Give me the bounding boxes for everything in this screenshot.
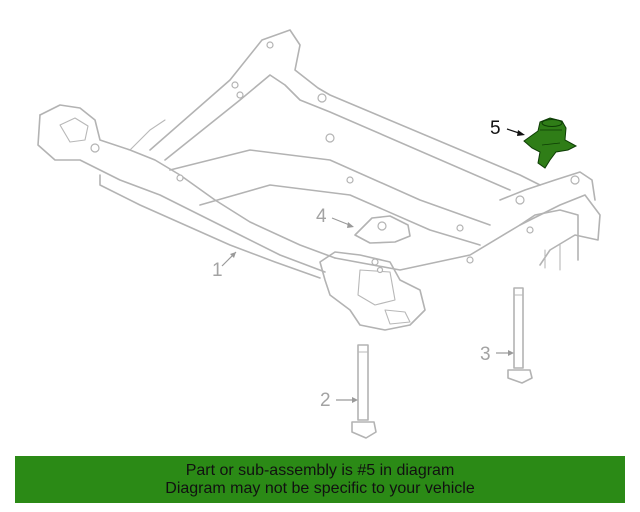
callout-3: 3 xyxy=(480,344,514,365)
mount-part-5 xyxy=(523,117,578,169)
banner-line-1: Part or sub-assembly is #5 in diagram xyxy=(185,461,455,479)
info-banner: Part or sub-assembly is #5 in diagram Di… xyxy=(15,456,625,503)
bolt-part-3 xyxy=(507,287,533,384)
callout-2: 2 xyxy=(320,390,358,411)
callout-number: 2 xyxy=(320,390,331,411)
callout-number: 1 xyxy=(212,260,223,281)
callout-4: 4 xyxy=(316,206,354,228)
callout-1: 1 xyxy=(212,251,237,281)
callout-5: 5 xyxy=(490,118,525,139)
callout-number: 3 xyxy=(480,344,491,365)
callout-number: 4 xyxy=(316,206,327,227)
banner-line-2: Diagram may not be specific to your vehi… xyxy=(165,479,475,497)
bolt-part-2 xyxy=(351,344,377,439)
callout-number: 5 xyxy=(490,118,501,139)
subframe-part-1 xyxy=(37,29,601,331)
